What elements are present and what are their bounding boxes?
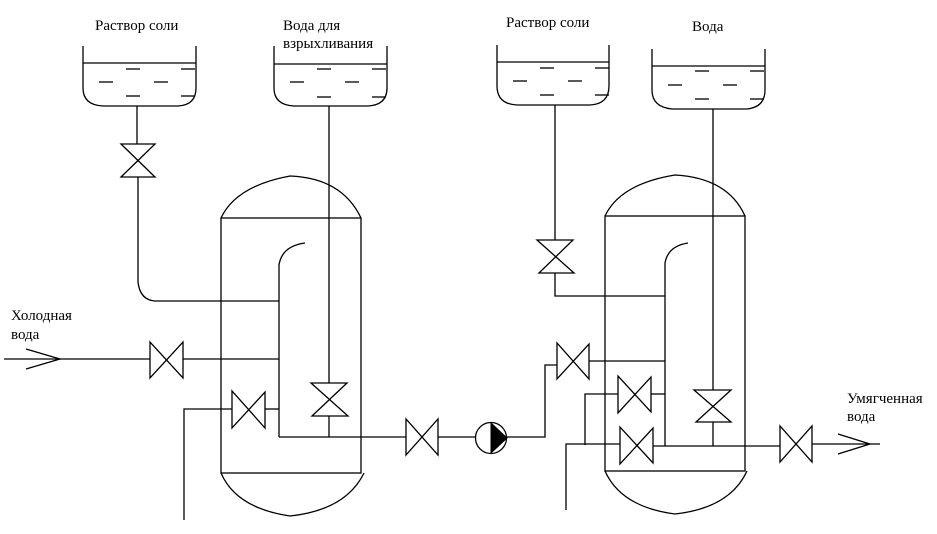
outlet-arrow-icon (837, 433, 873, 455)
outlet-label-line1: Умягченная (847, 391, 923, 407)
liquid-dashes (99, 68, 195, 97)
tank-salt-2 (496, 45, 610, 106)
tank-salt-1-label: Раствор соли (95, 18, 178, 34)
outlet-label-line2: вода (847, 409, 876, 425)
tank-loosening-water-label-line2: взрыхливания (283, 36, 373, 52)
valve-water[interactable] (692, 389, 733, 423)
valve-filter-2-inlet[interactable] (556, 341, 590, 381)
valve-drain-1[interactable] (231, 389, 266, 430)
valve-backwash-2[interactable] (617, 374, 652, 415)
liquid-dashes (513, 67, 609, 96)
valve-salt-2[interactable] (535, 239, 576, 274)
valve-cold-water-inlet[interactable] (149, 340, 184, 380)
tank-salt-1 (82, 46, 197, 107)
valve-drain-2[interactable] (619, 425, 654, 466)
inlet-label-line2: вода (11, 327, 40, 343)
piping-left (4, 106, 557, 520)
valve-softened-water-outlet[interactable] (779, 424, 813, 464)
valve-loosening-water[interactable] (309, 382, 350, 417)
inlet-label-line1: Холодная (11, 308, 72, 324)
valve-filter-1-outlet[interactable] (405, 417, 439, 457)
tank-loosening-water-label-line1: Вода для (283, 18, 340, 34)
tank-water-label: Вода (692, 19, 724, 35)
liquid-dashes (668, 70, 764, 100)
tank-water (651, 49, 766, 110)
inlet-arrow-icon (25, 348, 63, 370)
tank-loosening-water (273, 46, 388, 107)
tank-salt-2-label: Раствор соли (506, 15, 589, 31)
filter-vessel-2 (604, 174, 748, 515)
liquid-dashes (290, 68, 386, 98)
filter-vessel-1 (220, 175, 365, 517)
piping-right (554, 105, 880, 510)
valve-salt-1[interactable] (119, 143, 157, 178)
pump-icon[interactable] (474, 421, 508, 455)
